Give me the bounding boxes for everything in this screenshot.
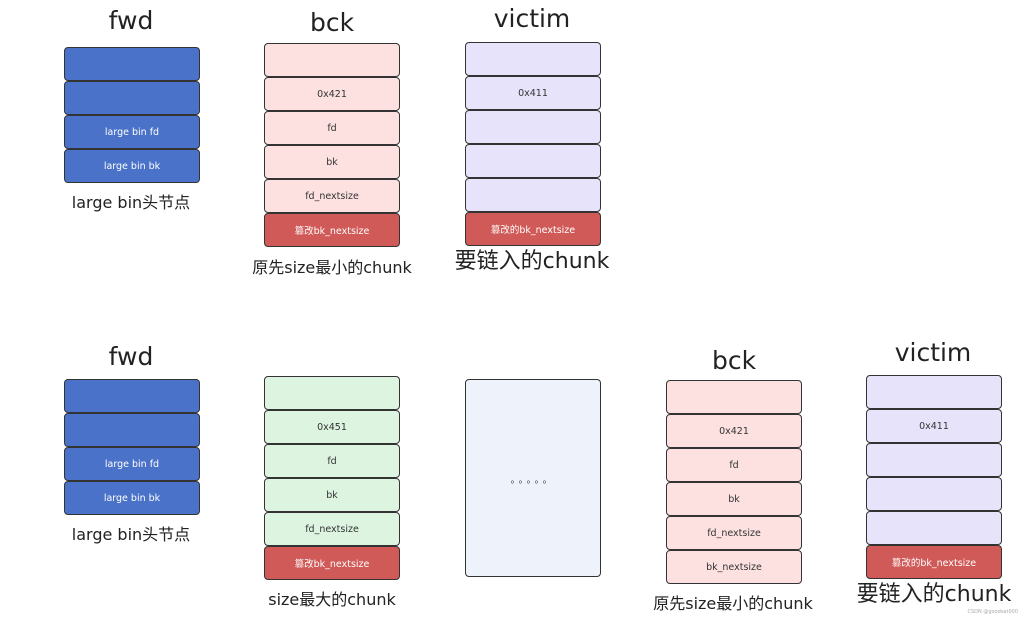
bottom-bck-stack: 0x421 fd bk fd_nextsize bk_nextsize <box>666 380 802 584</box>
bottom-middle-cell-1: 0x451 <box>264 410 400 444</box>
bottom-bck-cell-2: fd <box>666 448 802 482</box>
bottom-victim-cell-3 <box>866 477 1002 511</box>
top-fwd-cell-3: large bin bk <box>64 149 200 183</box>
top-fwd-stack: large bin fd large bin bk <box>64 47 200 183</box>
bottom-middle-cell-3: bk <box>264 478 400 512</box>
ellipsis-box: 。。。。。 <box>465 379 601 577</box>
bottom-bck-caption: 原先size最小的chunk <box>653 594 813 613</box>
bottom-victim-cell-5: 篡改的bk_nextsize <box>866 545 1002 579</box>
top-victim-caption: 要链入的chunk <box>454 249 610 274</box>
bottom-bck-cell-0 <box>666 380 802 414</box>
top-bck-cell-3: bk <box>264 145 400 179</box>
bottom-fwd-stack: large bin fd large bin bk <box>64 379 200 515</box>
top-fwd-title: fwd <box>108 6 154 35</box>
watermark: CSDN @goodsat000 <box>967 609 1018 615</box>
top-victim-title: victim <box>493 4 571 33</box>
top-bck-caption: 原先size最小的chunk <box>252 258 412 277</box>
bottom-victim-title: victim <box>894 338 972 367</box>
top-victim-cell-1: 0x411 <box>465 76 601 110</box>
top-victim-cell-2 <box>465 110 601 144</box>
bottom-fwd-cell-3: large bin bk <box>64 481 200 515</box>
bottom-middle-cell-5: 篡改bk_nextsize <box>264 546 400 580</box>
bottom-bck-cell-5: bk_nextsize <box>666 550 802 584</box>
top-fwd-caption: large bin头节点 <box>71 193 191 212</box>
bottom-middle-cell-0 <box>264 376 400 410</box>
bottom-victim-cell-1: 0x411 <box>866 409 1002 443</box>
bottom-victim-cell-4 <box>866 511 1002 545</box>
top-bck-cell-4: fd_nextsize <box>264 179 400 213</box>
top-bck-stack: 0x421 fd bk fd_nextsize 篡改bk_nextsize <box>264 43 400 247</box>
top-victim-cell-5: 篡改的bk_nextsize <box>465 212 601 246</box>
bottom-bck-cell-4: fd_nextsize <box>666 516 802 550</box>
bottom-middle-cell-2: fd <box>264 444 400 478</box>
bottom-victim-cell-2 <box>866 443 1002 477</box>
top-victim-stack: 0x411 篡改的bk_nextsize <box>465 42 601 246</box>
bottom-fwd-title: fwd <box>108 342 154 371</box>
top-victim-cell-0 <box>465 42 601 76</box>
bottom-fwd-caption: large bin头节点 <box>71 525 191 544</box>
top-bck-title: bck <box>309 8 355 37</box>
top-victim-cell-3 <box>465 144 601 178</box>
top-fwd-cell-0 <box>64 47 200 81</box>
bottom-bck-title: bck <box>711 346 757 375</box>
bottom-fwd-cell-2: large bin fd <box>64 447 200 481</box>
top-bck-cell-0 <box>264 43 400 77</box>
bottom-bck-cell-1: 0x421 <box>666 414 802 448</box>
bottom-bck-cell-3: bk <box>666 482 802 516</box>
bottom-middle-caption: size最大的chunk <box>268 590 396 609</box>
top-fwd-cell-1 <box>64 81 200 115</box>
bottom-middle-stack: 0x451 fd bk fd_nextsize 篡改bk_nextsize <box>264 376 400 580</box>
bottom-victim-stack: 0x411 篡改的bk_nextsize <box>866 375 1002 579</box>
bottom-fwd-cell-1 <box>64 413 200 447</box>
top-fwd-cell-2: large bin fd <box>64 115 200 149</box>
bottom-middle-cell-4: fd_nextsize <box>264 512 400 546</box>
bottom-victim-caption: 要链入的chunk <box>856 582 1012 607</box>
top-bck-cell-2: fd <box>264 111 400 145</box>
top-victim-cell-4 <box>465 178 601 212</box>
bottom-fwd-cell-0 <box>64 379 200 413</box>
bottom-victim-cell-0 <box>866 375 1002 409</box>
top-bck-cell-1: 0x421 <box>264 77 400 111</box>
top-bck-cell-5: 篡改bk_nextsize <box>264 213 400 247</box>
